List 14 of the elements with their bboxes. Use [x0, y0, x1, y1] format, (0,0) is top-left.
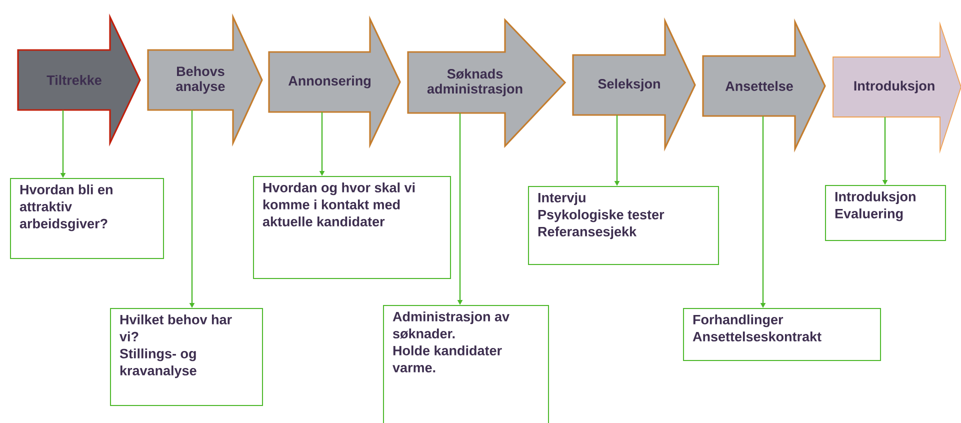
process-step: Behovs analyse [147, 13, 263, 147]
text-box: Intervju Psykologiske tester Referansesjekk [528, 186, 719, 265]
process-step: Introduksjon [832, 21, 961, 154]
process-step: Annonsering [268, 15, 401, 149]
process-step: Seleksjon [572, 17, 696, 152]
text-box: Introduksjon Evaluering [825, 185, 946, 241]
text-box: Administrasjon av søknader. Holde kandidater varme. [383, 305, 549, 423]
text-box: Forhandlinger Ansettelseskontrakt [683, 308, 881, 361]
text-box: Hvordan bli en attraktiv arbeidsgiver? [10, 178, 164, 259]
process-step: Ansettelse [702, 18, 826, 153]
process-step: Tiltrekke [17, 13, 141, 147]
text-box: Hvordan og hvor skal vi komme i kontakt med aktuelle kandidater [253, 176, 451, 279]
process-step: Søknads administrasjon [407, 18, 566, 148]
text-box: Hvilket behov har vi? Stillings- og kravanalyse [110, 308, 263, 406]
